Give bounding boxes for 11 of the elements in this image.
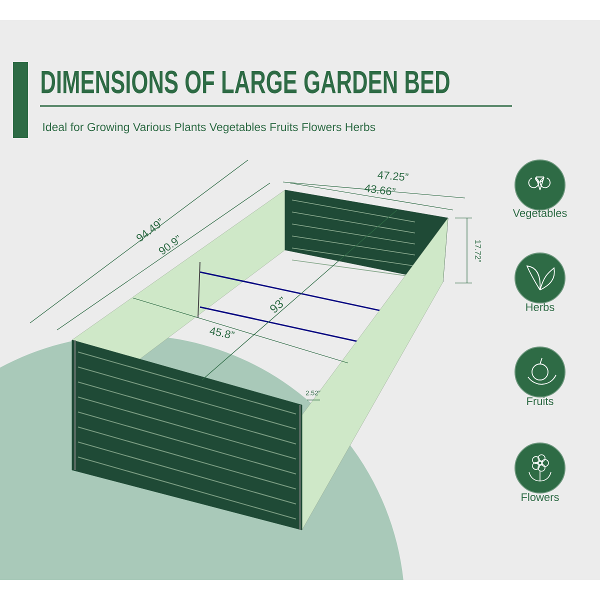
subtitle: Ideal for Growing Various Plants Vegetables Fruits Flowers Herbs	[43, 122, 376, 134]
category-label: Fruits	[527, 396, 554, 406]
dimension-label: 45.8”	[210, 327, 235, 338]
category-label: Flowers	[522, 492, 559, 502]
dimension-label: 93”	[267, 294, 289, 316]
category-label: Herbs	[526, 302, 554, 312]
title: DIMENSIONS OF LARGE GARDEN BED	[42, 70, 450, 94]
category-label: Vegetables	[512, 208, 567, 220]
dimension-label: 17.72”	[475, 240, 481, 262]
dimension-label: 47.25”	[378, 171, 408, 181]
dimension-label: 43.66”	[364, 184, 396, 196]
